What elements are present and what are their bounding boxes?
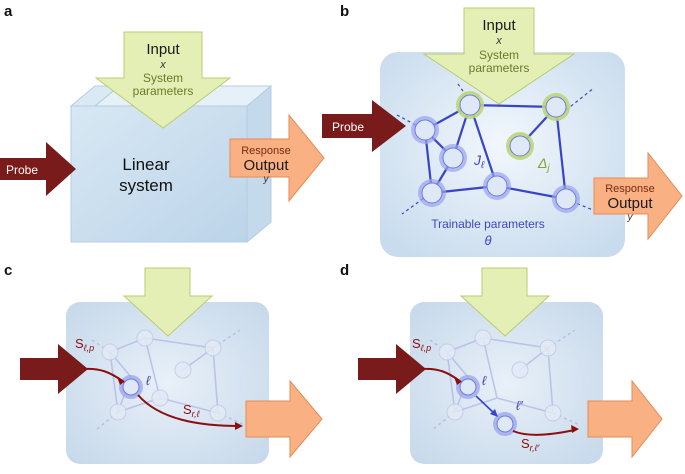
output-arrow-c (245, 379, 323, 459)
panel-letter-b: b (340, 3, 349, 20)
probe-path-d (421, 367, 462, 383)
node-l-prime-d (496, 415, 514, 433)
s-in-label-c: Sℓ,p (75, 336, 94, 353)
s-out-label-d: Sr,ℓ′ (521, 436, 540, 453)
output-label-b: Output (607, 195, 653, 212)
node-l-label-d: ℓ (482, 373, 487, 388)
input-title-b: Input (482, 17, 516, 34)
system-label-line2: system (119, 176, 173, 195)
node-l-d (459, 378, 477, 396)
s-out-label-c: Sr,ℓ (183, 402, 200, 419)
input-var-b: x (495, 35, 502, 47)
probe-arrow-d (358, 344, 426, 394)
input-arrow-a (94, 31, 232, 129)
output-arrow-a (229, 113, 325, 203)
input-title-a: Input (146, 41, 180, 58)
input-arrow-c (122, 267, 214, 337)
system-params-label-b2: parameters (469, 61, 530, 75)
response-path-c (137, 394, 241, 427)
probe-arrow-c (20, 344, 88, 394)
output-var-b: y (627, 212, 634, 223)
response-path-arrowhead-c (235, 422, 243, 430)
faded-nodes-c (101, 329, 227, 422)
system-box-d (410, 302, 603, 464)
response-path-arrowhead-d (571, 425, 579, 433)
panel-a: a Input x System parameters Linear syste… (0, 3, 325, 244)
faded-nodes-d (438, 329, 562, 422)
panel-letter-d: d (340, 262, 349, 279)
output-arrow-b (593, 151, 683, 241)
system-params-label-a2: parameters (133, 84, 194, 98)
network-nodes-b (411, 91, 580, 213)
coupling-arrowhead-d (490, 409, 498, 417)
probe-path-arrowhead-d (454, 377, 461, 385)
node-l-label-c: ℓ (146, 373, 151, 388)
system-params-label-b1: System (479, 48, 519, 62)
panel-d: d ℓ (340, 262, 663, 464)
theta-label: θ (484, 233, 491, 248)
trainable-params-label: Trainable parameters (431, 217, 545, 231)
probe-arrow-a (0, 142, 76, 196)
system-label-line1: Linear (122, 155, 170, 174)
s-in-label-d: Sℓ,p (412, 336, 431, 353)
response-label-a: Response (241, 145, 291, 157)
probe-label-a: Probe (6, 163, 38, 177)
probe-path-arrowhead-c (117, 377, 124, 385)
output-var-a: y (263, 174, 270, 185)
node-l-c (122, 378, 140, 396)
probe-label-b: Probe (332, 120, 364, 134)
panel-letter-c: c (4, 262, 12, 279)
coupling-label-b: Jℓ (473, 152, 485, 171)
system-params-label-a1: System (143, 71, 183, 85)
panel-b: b (322, 3, 683, 257)
input-var-a: x (159, 59, 166, 71)
output-label-a: Output (243, 157, 289, 174)
probe-arrow-b (322, 100, 406, 152)
input-arrow-d (459, 267, 551, 337)
input-arrow-b (422, 7, 576, 105)
output-arrow-d (587, 379, 663, 459)
response-label-b: Response (605, 183, 655, 195)
node-l-prime-label-d: ℓ′ (516, 398, 523, 413)
panel-letter-a: a (4, 3, 13, 20)
panel-c: c (4, 262, 323, 464)
detuning-label-b: Δj (537, 155, 550, 174)
response-path-d (512, 429, 576, 436)
